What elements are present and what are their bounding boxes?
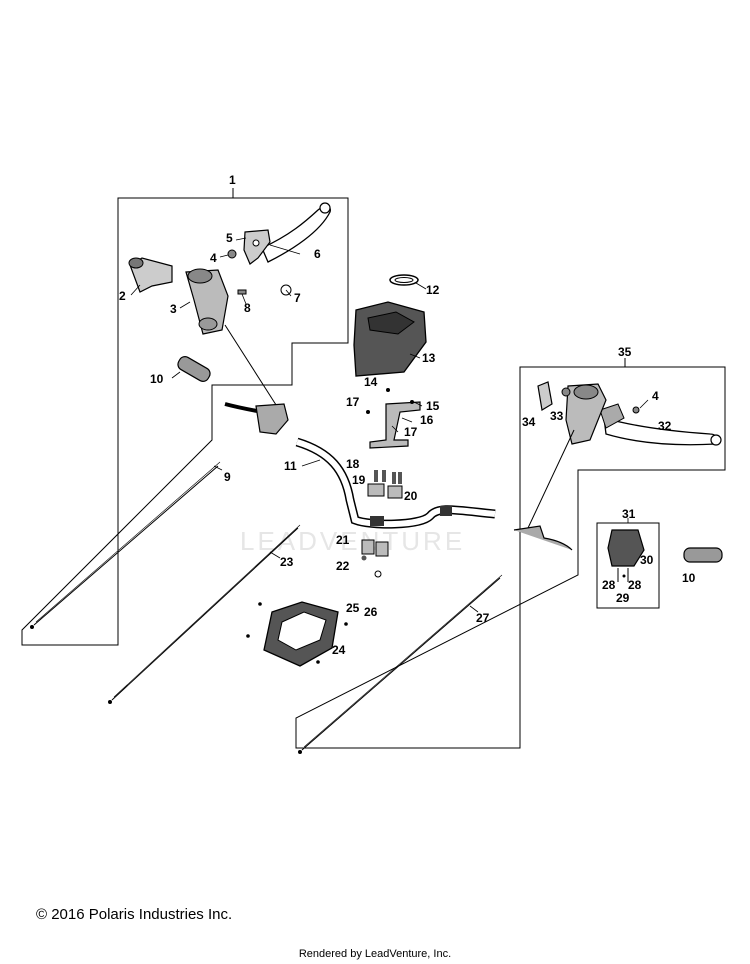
- callout-26: 26: [364, 605, 378, 619]
- callout-17b: 17: [404, 425, 418, 439]
- callout-33: 33: [550, 409, 564, 423]
- rendered-by-notice: Rendered by LeadVenture, Inc.: [298, 948, 452, 960]
- callout-19: 19: [352, 473, 366, 487]
- callout-31: 31: [622, 507, 636, 521]
- callout-1: 1: [229, 173, 236, 187]
- bracket-16: [366, 388, 421, 449]
- cable-23: [111, 527, 299, 701]
- master-cylinder-left: [185, 268, 229, 335]
- brake-assembly-lower-right: [513, 429, 575, 551]
- clamp-right-34: [537, 381, 553, 411]
- clamp-18-20: [367, 470, 403, 499]
- callout-14: 14: [364, 375, 378, 389]
- callout-4-right: 4: [652, 389, 659, 403]
- callout-10-right: 10: [682, 571, 696, 585]
- callout-34: 34: [522, 415, 536, 429]
- callout-12: 12: [426, 283, 440, 297]
- bolt-8: [237, 289, 247, 295]
- callout-2: 2: [119, 289, 126, 303]
- callout-6: 6: [314, 247, 321, 261]
- callout-16: 16: [420, 413, 434, 427]
- callout-27: 27: [476, 611, 490, 625]
- callout-32: 32: [658, 419, 672, 433]
- right-assembly-outline: [295, 366, 726, 749]
- nut-33: [561, 387, 571, 397]
- callout-22: 22: [336, 559, 350, 573]
- watermark: LEADVENTURE: [240, 526, 465, 556]
- callout-3: 3: [170, 302, 177, 316]
- callout-15: 15: [426, 399, 440, 413]
- clamp-left: [128, 257, 173, 293]
- callout-24: 24: [332, 643, 346, 657]
- callout-7: 7: [294, 291, 301, 305]
- callout-29: 29: [616, 591, 630, 605]
- callout-17a: 17: [346, 395, 360, 409]
- nut-4-left: [227, 249, 237, 259]
- callout-28a: 28: [602, 578, 616, 592]
- callout-11: 11: [284, 459, 297, 473]
- clamp-21-22: [361, 539, 389, 578]
- grip-left: [177, 356, 211, 382]
- cable-27: [301, 577, 501, 751]
- master-cylinder-right: [565, 383, 607, 445]
- cable-9: [33, 465, 219, 626]
- grip-right: [683, 547, 723, 563]
- callout-21: 21: [336, 533, 350, 547]
- brake-lever-right: [599, 403, 722, 446]
- callout-10-left: 10: [150, 372, 164, 386]
- handlebar-cover: [353, 301, 427, 377]
- seal-12: [389, 274, 419, 286]
- copyright-notice: © 2016 Polaris Industries Inc.: [36, 906, 233, 923]
- callout-8: 8: [244, 301, 251, 315]
- callout-28b: 28: [628, 578, 642, 592]
- callout-23: 23: [280, 555, 294, 569]
- lower-cover-24: [246, 601, 348, 667]
- callout-25: 25: [346, 601, 360, 615]
- callout-4-left: 4: [210, 251, 217, 265]
- callout-5: 5: [226, 231, 233, 245]
- nut-4-right: [632, 406, 640, 414]
- callout-35: 35: [618, 345, 632, 359]
- callout-13: 13: [422, 351, 436, 365]
- switch-housing-31: [607, 529, 645, 582]
- brake-assembly-lower-left: [224, 324, 289, 435]
- lever-bracket: [243, 229, 271, 265]
- callout-18: 18: [346, 457, 360, 471]
- callout-9: 9: [224, 470, 231, 484]
- callout-20: 20: [404, 489, 418, 503]
- left-assembly-outline: [21, 197, 349, 646]
- handlebar-11: [295, 437, 496, 529]
- callout-30: 30: [640, 553, 654, 567]
